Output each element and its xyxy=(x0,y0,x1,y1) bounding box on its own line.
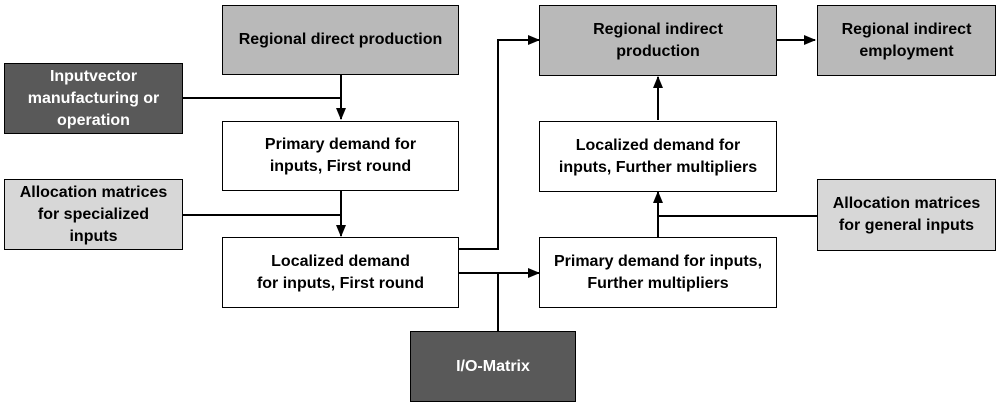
inputvector-box: Inputvector manufacturing or operation xyxy=(4,63,183,134)
allocation-specialized-box: Allocation matrices for specialized inpu… xyxy=(4,179,183,250)
localized-demand-further-box: Localized demand for inputs, Further mul… xyxy=(539,121,777,192)
inputvector-label: Inputvector manufacturing or operation xyxy=(27,67,160,129)
connector-inputvector-to-primary-demand xyxy=(183,97,346,120)
primary-demand-further-label: Primary demand for inputs, Further multi… xyxy=(553,252,763,292)
primary-demand-first-round-label: Primary demand for inputs, First round xyxy=(264,136,417,175)
regional-direct-production-label: Regional direct production xyxy=(238,31,443,48)
localized-demand-first-round-label: Localized demand for inputs, First round xyxy=(256,252,425,292)
regional-indirect-employment-label: Regional indirect employment xyxy=(841,20,972,60)
localized-demand-first-round-box: Localized demand for inputs, First round xyxy=(222,237,459,308)
allocation-general-box: Allocation matrices for general inputs xyxy=(817,179,996,251)
regional-indirect-production-box: Regional indirect production xyxy=(539,5,777,76)
allocation-general-label: Allocation matrices for general inputs xyxy=(832,195,981,234)
primary-demand-further-box: Primary demand for inputs, Further multi… xyxy=(539,237,777,308)
localized-demand-further-label: Localized demand for inputs, Further mul… xyxy=(558,136,758,176)
io-matrix-box: I/O-Matrix xyxy=(410,331,576,402)
allocation-specialized-label: Allocation matrices for specialized inpu… xyxy=(19,183,168,245)
regional-indirect-production-label: Regional indirect production xyxy=(593,20,723,60)
regional-indirect-employment-box: Regional indirect employment xyxy=(817,5,996,76)
io-matrix-label: I/O-Matrix xyxy=(456,357,530,375)
connector-localized-first-to-indirect-production xyxy=(459,35,540,250)
primary-demand-first-round-box: Primary demand for inputs, First round xyxy=(222,121,459,191)
regional-direct-production-box: Regional direct production xyxy=(222,5,459,75)
